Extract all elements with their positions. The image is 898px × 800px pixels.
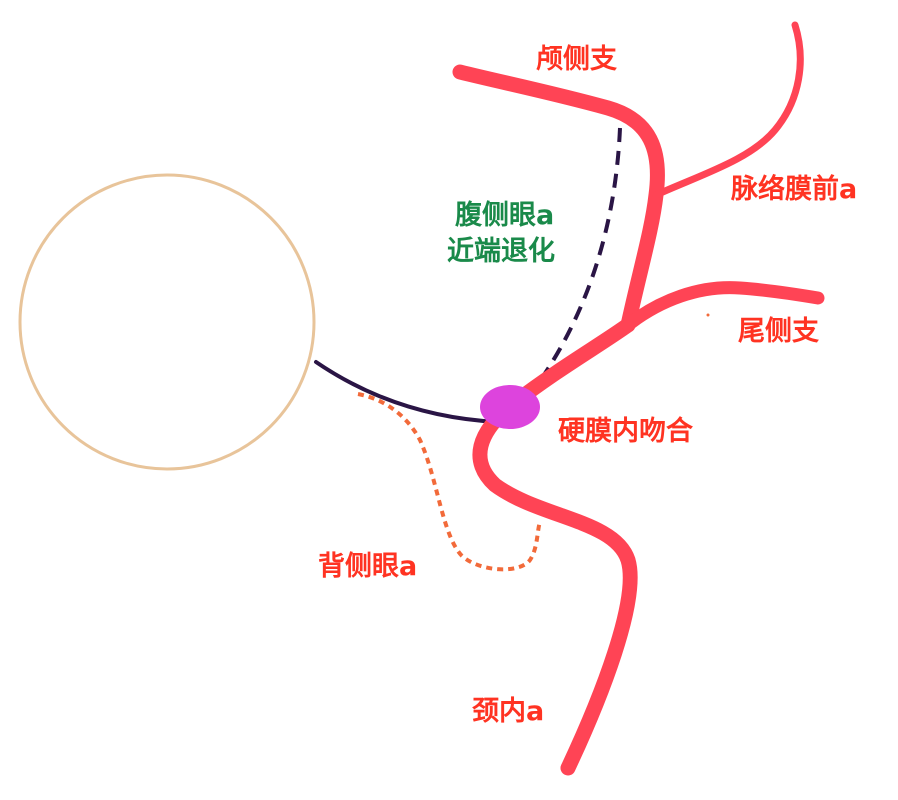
ventral-ophthalmic-artery-solid <box>314 360 500 424</box>
small-dot <box>706 313 710 317</box>
cranial-branch <box>452 64 665 333</box>
internal-carotid-artery <box>472 317 638 776</box>
label-intradural-anastomosis: 硬膜内吻合 <box>558 415 693 447</box>
anterior-choroidal-artery <box>652 21 804 199</box>
label-ventral-ophthalmic-line2: 近端退化 <box>447 236 555 267</box>
label-caudal-branch: 尾侧支 <box>738 316 819 347</box>
caudal-branch <box>621 281 825 332</box>
label-cranial-branch: 颅侧支 <box>536 44 617 75</box>
intradural-anastomosis-ellipse <box>480 385 540 429</box>
label-internal-carotid-artery: 颈内a <box>472 696 544 727</box>
eye-circle <box>18 173 316 471</box>
label-anterior-choroidal-artery: 脉络膜前a <box>730 173 857 205</box>
label-ventral-ophthalmic-line1: 腹侧眼a <box>454 200 554 231</box>
label-dorsal-ophthalmic-artery: 背侧眼a <box>318 551 417 582</box>
